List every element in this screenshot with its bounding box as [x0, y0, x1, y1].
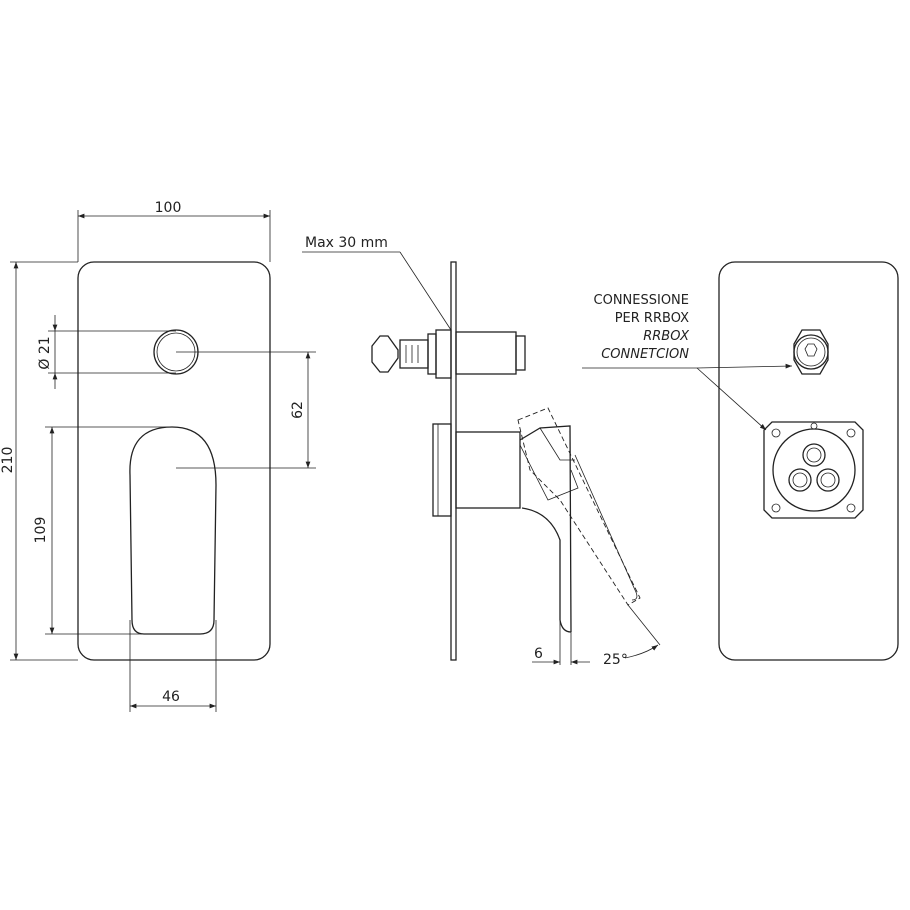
label-line-2: PER RRBOX [615, 311, 689, 326]
back-plate [718, 261, 899, 661]
cartridge [399, 339, 429, 369]
mixer-flange [432, 423, 452, 517]
rrbox-connection-nut [793, 329, 829, 375]
mixer-handle [129, 426, 217, 635]
mixer-body [455, 431, 521, 509]
label-line-4: CONNETCION [601, 347, 689, 362]
label-line-3: RRBOX [643, 329, 690, 344]
diverter-body [455, 331, 517, 375]
side-view: Max 30 mm 6 25° [302, 235, 661, 668]
cartridge-nut [371, 335, 399, 373]
lever-side [519, 425, 572, 633]
wall-plate [450, 261, 457, 661]
height-dimension: 210 [0, 447, 16, 474]
handle-width-dimension: 46 [162, 689, 180, 705]
diameter-dimension: Ø 21 [37, 336, 53, 369]
front-view: 100 210 Ø 21 62 109 46 [0, 200, 316, 712]
offset-dimension: 62 [290, 401, 306, 419]
mixer-valve-flange [763, 421, 864, 519]
cover-plate [77, 261, 271, 661]
max-depth-label: Max 30 mm [305, 235, 388, 251]
handle-height-dimension: 109 [33, 517, 49, 544]
angle-dimension: 25° [603, 652, 628, 668]
label-line-1: CONNESSIONE [594, 293, 689, 308]
width-dimension: 100 [155, 200, 182, 216]
lever-rotated-dashed [517, 407, 641, 606]
lever-offset-dimension: 6 [534, 646, 543, 662]
back-view: CONNESSIONE PER RRBOX RRBOX CONNETCION [582, 261, 899, 661]
